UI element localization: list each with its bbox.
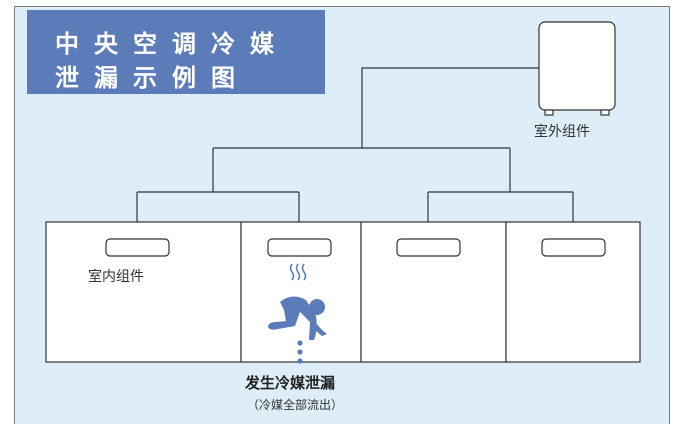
title-line-2: 泄漏示例图 [55,64,250,92]
title-banner: 中央空调冷媒 泄漏示例图 [27,10,325,94]
crawling-person-icon [268,296,327,340]
outdoor-unit-label: 室外组件 [534,124,590,140]
wavy-vapor-icon [289,263,307,281]
leak-title: 发生冷媒泄漏 [245,374,336,392]
indoor-unit-4 [541,238,606,257]
indoor-units [105,238,606,257]
refrigerant-piping [136,67,574,239]
outdoor-unit [538,21,616,116]
indoor-unit-1 [105,238,170,257]
dripping-dots-icon [297,340,303,364]
indoor-unit-3 [396,238,461,257]
indoor-unit-2 [267,238,332,257]
title-line-1: 中央空调冷媒 [55,30,289,58]
indoor-unit-label: 室内组件 [88,269,144,285]
leak-note: （冷媒全部流出） [247,398,344,412]
